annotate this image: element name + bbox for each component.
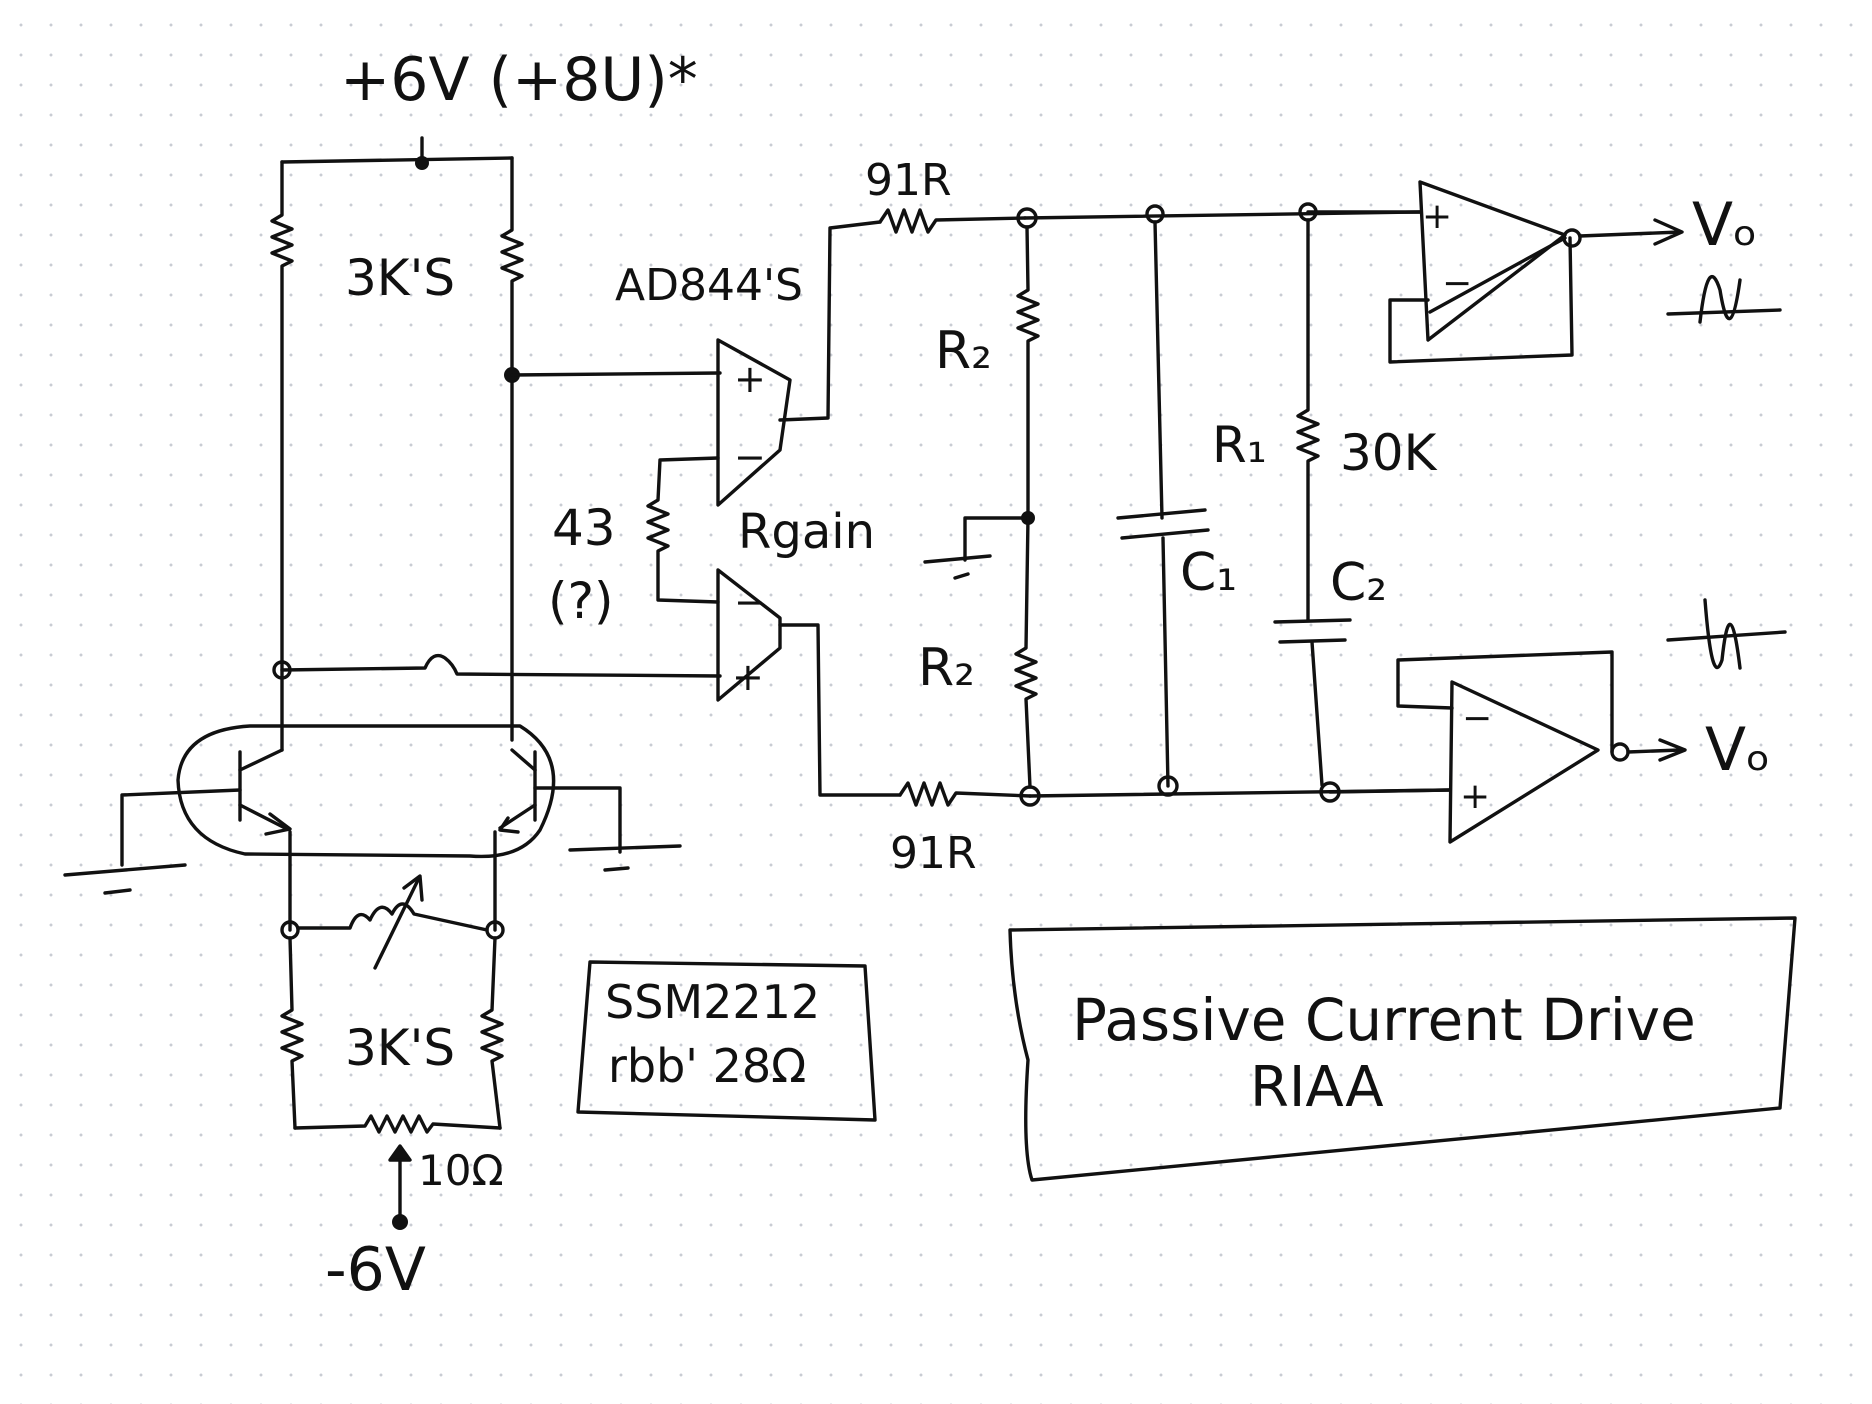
capacitor-c1-label: C₁ xyxy=(1180,543,1237,603)
gain-resistor-note: (?) xyxy=(548,572,614,630)
opamp-top-plus-label: + xyxy=(734,357,766,401)
series-resistor-bottom-label: 91R xyxy=(890,828,977,879)
transistor-note-box xyxy=(576,960,877,1122)
opamp-pair-label: AD844'S xyxy=(615,260,803,311)
top-supply-rail xyxy=(280,136,514,170)
r2-top-label: R₂ xyxy=(935,321,992,381)
output-top-label: Vₒ xyxy=(1692,190,1758,260)
buffer-bottom-plus-label: + xyxy=(1460,776,1490,817)
buffer-bottom-minus-label: − xyxy=(1462,698,1492,739)
resistor-bottom-left xyxy=(280,936,304,1130)
resistor-r1-value: 30K xyxy=(1340,424,1438,482)
transistor-part-label: SSM2212 xyxy=(605,975,820,1029)
emitter-trim-element xyxy=(280,874,505,970)
negative-supply-label: -6V xyxy=(325,1235,426,1305)
opamp-ad844-top xyxy=(716,220,882,507)
opamp-bottom-minus-label: − xyxy=(734,580,766,624)
waveform-icon-top xyxy=(1666,275,1782,324)
transistor-rbb-label: rbb' 28Ω xyxy=(608,1039,806,1093)
gain-resistor xyxy=(646,456,720,604)
output-buffer-top xyxy=(1306,180,1684,364)
series-resistor-top-label: 91R xyxy=(865,155,952,206)
center-ground-node xyxy=(923,511,1035,580)
r2-bottom-label: R₂ xyxy=(918,638,975,698)
resistor-top-right xyxy=(500,156,524,742)
opamp-ad844-bottom xyxy=(716,568,902,797)
transistor-pair-ssm2212 xyxy=(120,724,622,867)
resistor-r1 xyxy=(1296,218,1320,622)
bottom-load-resistors-label: 3K'S xyxy=(345,1019,455,1077)
positive-supply-label: +6V (+8U)* xyxy=(340,45,698,115)
capacitor-c2-label: C₂ xyxy=(1330,553,1387,613)
title-box xyxy=(1008,916,1797,1182)
wire-to-top-opamp-plus xyxy=(504,367,722,383)
top-load-resistors-label: 3K'S xyxy=(345,249,455,307)
trim-resistor-label: 10Ω xyxy=(418,1146,504,1195)
buffer-top-plus-label: + xyxy=(1422,196,1452,237)
waveform-icon-bottom xyxy=(1666,598,1787,670)
series-resistor-bottom xyxy=(898,781,1032,807)
output-bottom-label: Vₒ xyxy=(1705,715,1771,785)
gain-resistor-value: 43 xyxy=(552,499,616,557)
ground-symbol-right xyxy=(568,844,682,872)
output-buffer-bottom xyxy=(1328,650,1687,844)
ground-symbol-left xyxy=(63,863,187,895)
opamp-top-minus-label: − xyxy=(734,435,766,479)
resistor-r1-name: R₁ xyxy=(1212,416,1267,474)
title-line-1: Passive Current Drive xyxy=(1072,986,1696,1054)
wire-to-bottom-opamp-plus xyxy=(272,653,722,680)
resistor-top-left xyxy=(270,160,294,752)
series-resistor-top xyxy=(878,208,1027,234)
title-line-2: RIAA xyxy=(1250,1055,1384,1120)
r2-resistor-top xyxy=(1016,225,1040,520)
capacitor-c2 xyxy=(1273,618,1352,787)
capacitor-c1 xyxy=(1116,220,1210,788)
resistor-bottom-right xyxy=(480,936,504,1130)
opamp-bottom-plus-label: + xyxy=(732,655,764,699)
top-bus xyxy=(1016,202,1422,229)
trim-potentiometer xyxy=(293,1114,502,1230)
buffer-top-minus-label: − xyxy=(1442,263,1472,304)
gain-resistor-name: Rgain xyxy=(738,504,875,560)
r2-resistor-bottom xyxy=(1014,516,1038,789)
